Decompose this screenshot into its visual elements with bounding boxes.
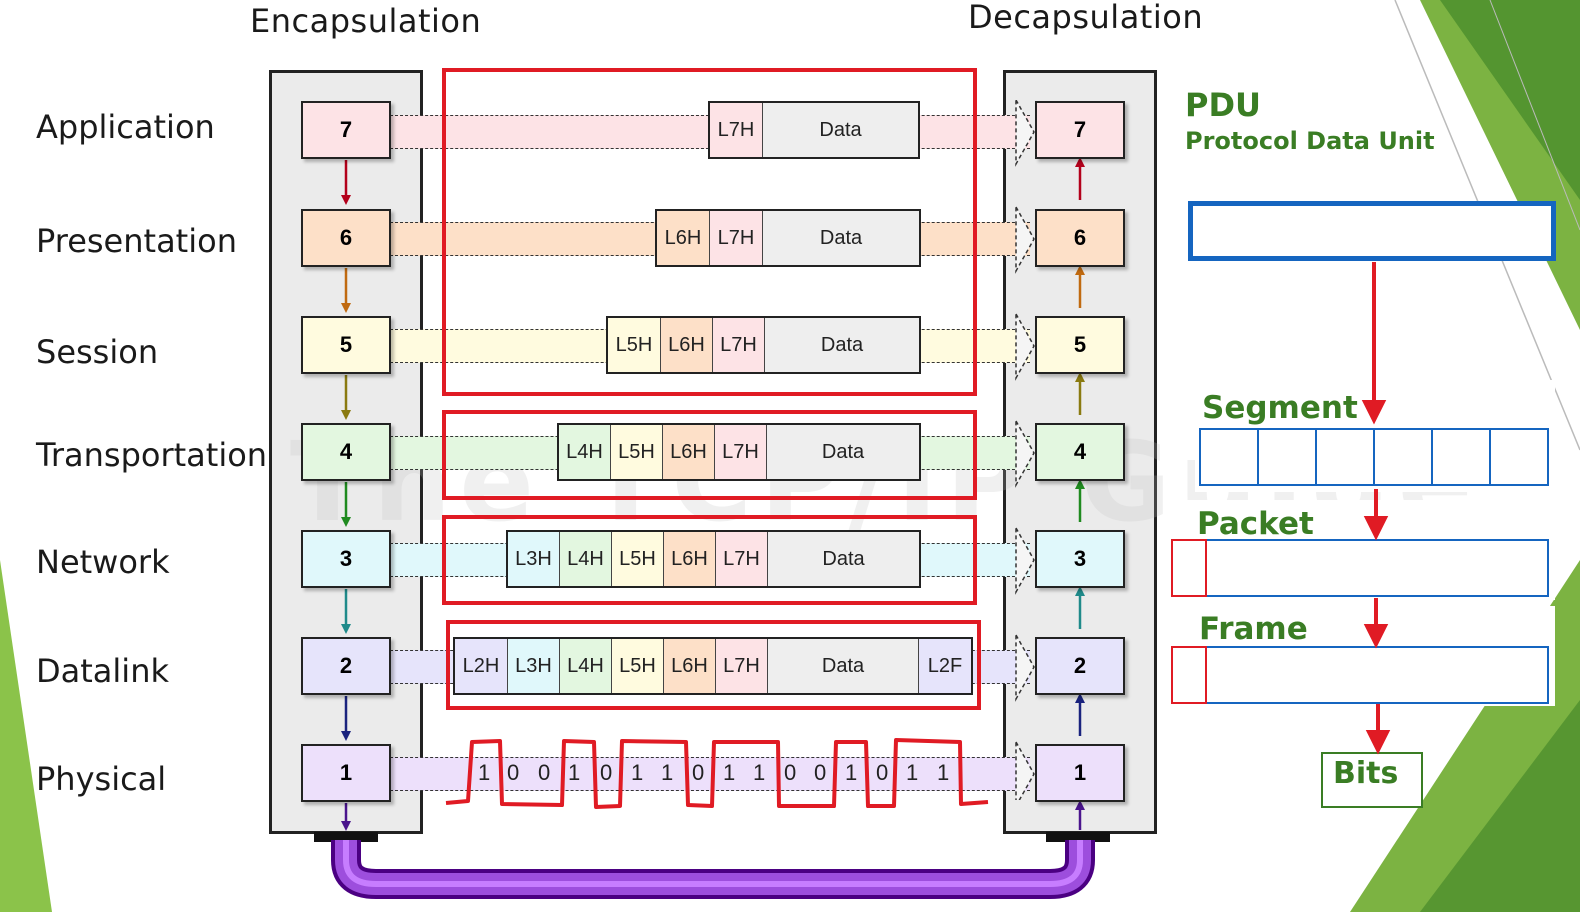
receiver-layer-3-box: 3 — [1035, 530, 1125, 588]
bit-value: 0 — [692, 760, 705, 785]
receiver-layer-4-box: 4 — [1035, 423, 1125, 481]
bit-value: 0 — [876, 760, 889, 785]
bit-value: 1 — [906, 760, 919, 785]
header-l7h: L7H — [713, 318, 765, 372]
pdu-row-layer-6: L6H L7H Data — [655, 209, 921, 267]
header-l6h: L6H — [663, 425, 715, 479]
bits-label: Bits — [1333, 756, 1399, 791]
packet-label: Packet — [1197, 506, 1314, 542]
network-highlight — [442, 515, 977, 605]
segment-box — [1199, 428, 1549, 486]
bit-value: 1 — [631, 760, 644, 785]
bit-value: 1 — [478, 760, 491, 785]
header-l3h: L3H — [508, 639, 560, 693]
pdu-subtitle: Protocol Data Unit — [1185, 127, 1435, 155]
header-l4h: L4H — [560, 532, 612, 586]
trailer-l2f: L2F — [919, 639, 971, 693]
receiver-layer-1-box: 1 — [1035, 744, 1125, 802]
layer-label-transportation: Transportation — [36, 436, 268, 474]
header-l4h: L4H — [559, 425, 611, 479]
receiver-layer-6-box: 6 — [1035, 209, 1125, 267]
data-cell: Data — [768, 639, 919, 693]
layer-label-physical: Physical — [36, 760, 167, 798]
header-l7h: L7H — [715, 425, 767, 479]
header-l5h: L5H — [612, 639, 664, 693]
data-cell: Data — [767, 425, 919, 479]
transport-highlight — [442, 410, 977, 500]
layer-label-session: Session — [36, 333, 159, 371]
receiver-layer-7-box: 7 — [1035, 101, 1125, 159]
bit-value: 1 — [937, 760, 950, 785]
sender-layer-6-box: 6 — [301, 209, 391, 267]
bit-value: 0 — [814, 760, 827, 785]
header-l6h: L6H — [664, 639, 716, 693]
bit-value: 1 — [845, 760, 858, 785]
sender-layer-4-box: 4 — [301, 423, 391, 481]
sender-layer-1-box: 1 — [301, 744, 391, 802]
datalink-highlight — [446, 620, 981, 710]
header-l3h: L3H — [508, 532, 560, 586]
receiver-layer-2-box: 2 — [1035, 637, 1125, 695]
pdu-row-layer-3: L3H L4H L5H L6H L7H Data — [506, 530, 921, 588]
encapsulation-heading: Encapsulation — [250, 2, 482, 40]
header-l4h: L4H — [560, 639, 612, 693]
bits-box — [1321, 752, 1423, 808]
header-l6h: L6H — [657, 211, 710, 265]
data-cell: Data — [763, 211, 919, 265]
header-l7h: L7H — [710, 211, 763, 265]
bit-value: 0 — [784, 760, 797, 785]
header-l5h: L5H — [611, 425, 663, 479]
receiver-layer-5-box: 5 — [1035, 316, 1125, 374]
header-l5h: L5H — [612, 532, 664, 586]
frame-label: Frame — [1199, 611, 1308, 647]
header-l7h: L7H — [710, 103, 763, 157]
pdu-row-layer-2: L2H L3H L4H L5H L6H L7H Data L2F — [453, 637, 973, 695]
data-pdu-box — [1188, 201, 1556, 261]
layer-label-datalink: Datalink — [36, 652, 169, 690]
packet-box — [1171, 539, 1549, 597]
pdu-title: PDU — [1185, 86, 1261, 124]
pdu-row-layer-7: L7H Data — [708, 101, 920, 159]
bit-value: 0 — [507, 760, 520, 785]
bit-value: 1 — [661, 760, 674, 785]
header-l2h: L2H — [455, 639, 508, 693]
layer-label-network: Network — [36, 543, 170, 581]
segment-label: Segment — [1202, 390, 1358, 426]
header-l7h: L7H — [716, 639, 768, 693]
sender-layer-5-box: 5 — [301, 316, 391, 374]
header-l7h: L7H — [716, 532, 768, 586]
sender-layer-7-box: 7 — [301, 101, 391, 159]
bit-value: 1 — [753, 760, 766, 785]
upper-layers-highlight — [442, 68, 977, 396]
frame-box — [1171, 646, 1549, 704]
band-arrowheads — [1015, 100, 1035, 800]
data-cell: Data — [765, 318, 919, 372]
data-cell: Data — [763, 103, 918, 157]
sender-layer-3-box: 3 — [301, 530, 391, 588]
header-l6h: L6H — [664, 532, 716, 586]
bit-value: 0 — [538, 760, 551, 785]
pdu-row-layer-4: L4H L5H L6H L7H Data — [557, 423, 921, 481]
pdu-row-layer-5: L5H L6H L7H Data — [606, 316, 921, 374]
layer-label-presentation: Presentation — [36, 222, 237, 260]
bit-value: 0 — [600, 760, 613, 785]
sender-layer-2-box: 2 — [301, 637, 391, 695]
decapsulation-heading: Decapsulation — [968, 0, 1204, 36]
header-l6h: L6H — [661, 318, 713, 372]
header-l5h: L5H — [608, 318, 661, 372]
layer-label-application: Application — [36, 108, 215, 146]
bit-value: 1 — [568, 760, 581, 785]
band-layer-1 — [390, 757, 1030, 791]
data-cell: Data — [768, 532, 919, 586]
bit-value: 1 — [723, 760, 736, 785]
